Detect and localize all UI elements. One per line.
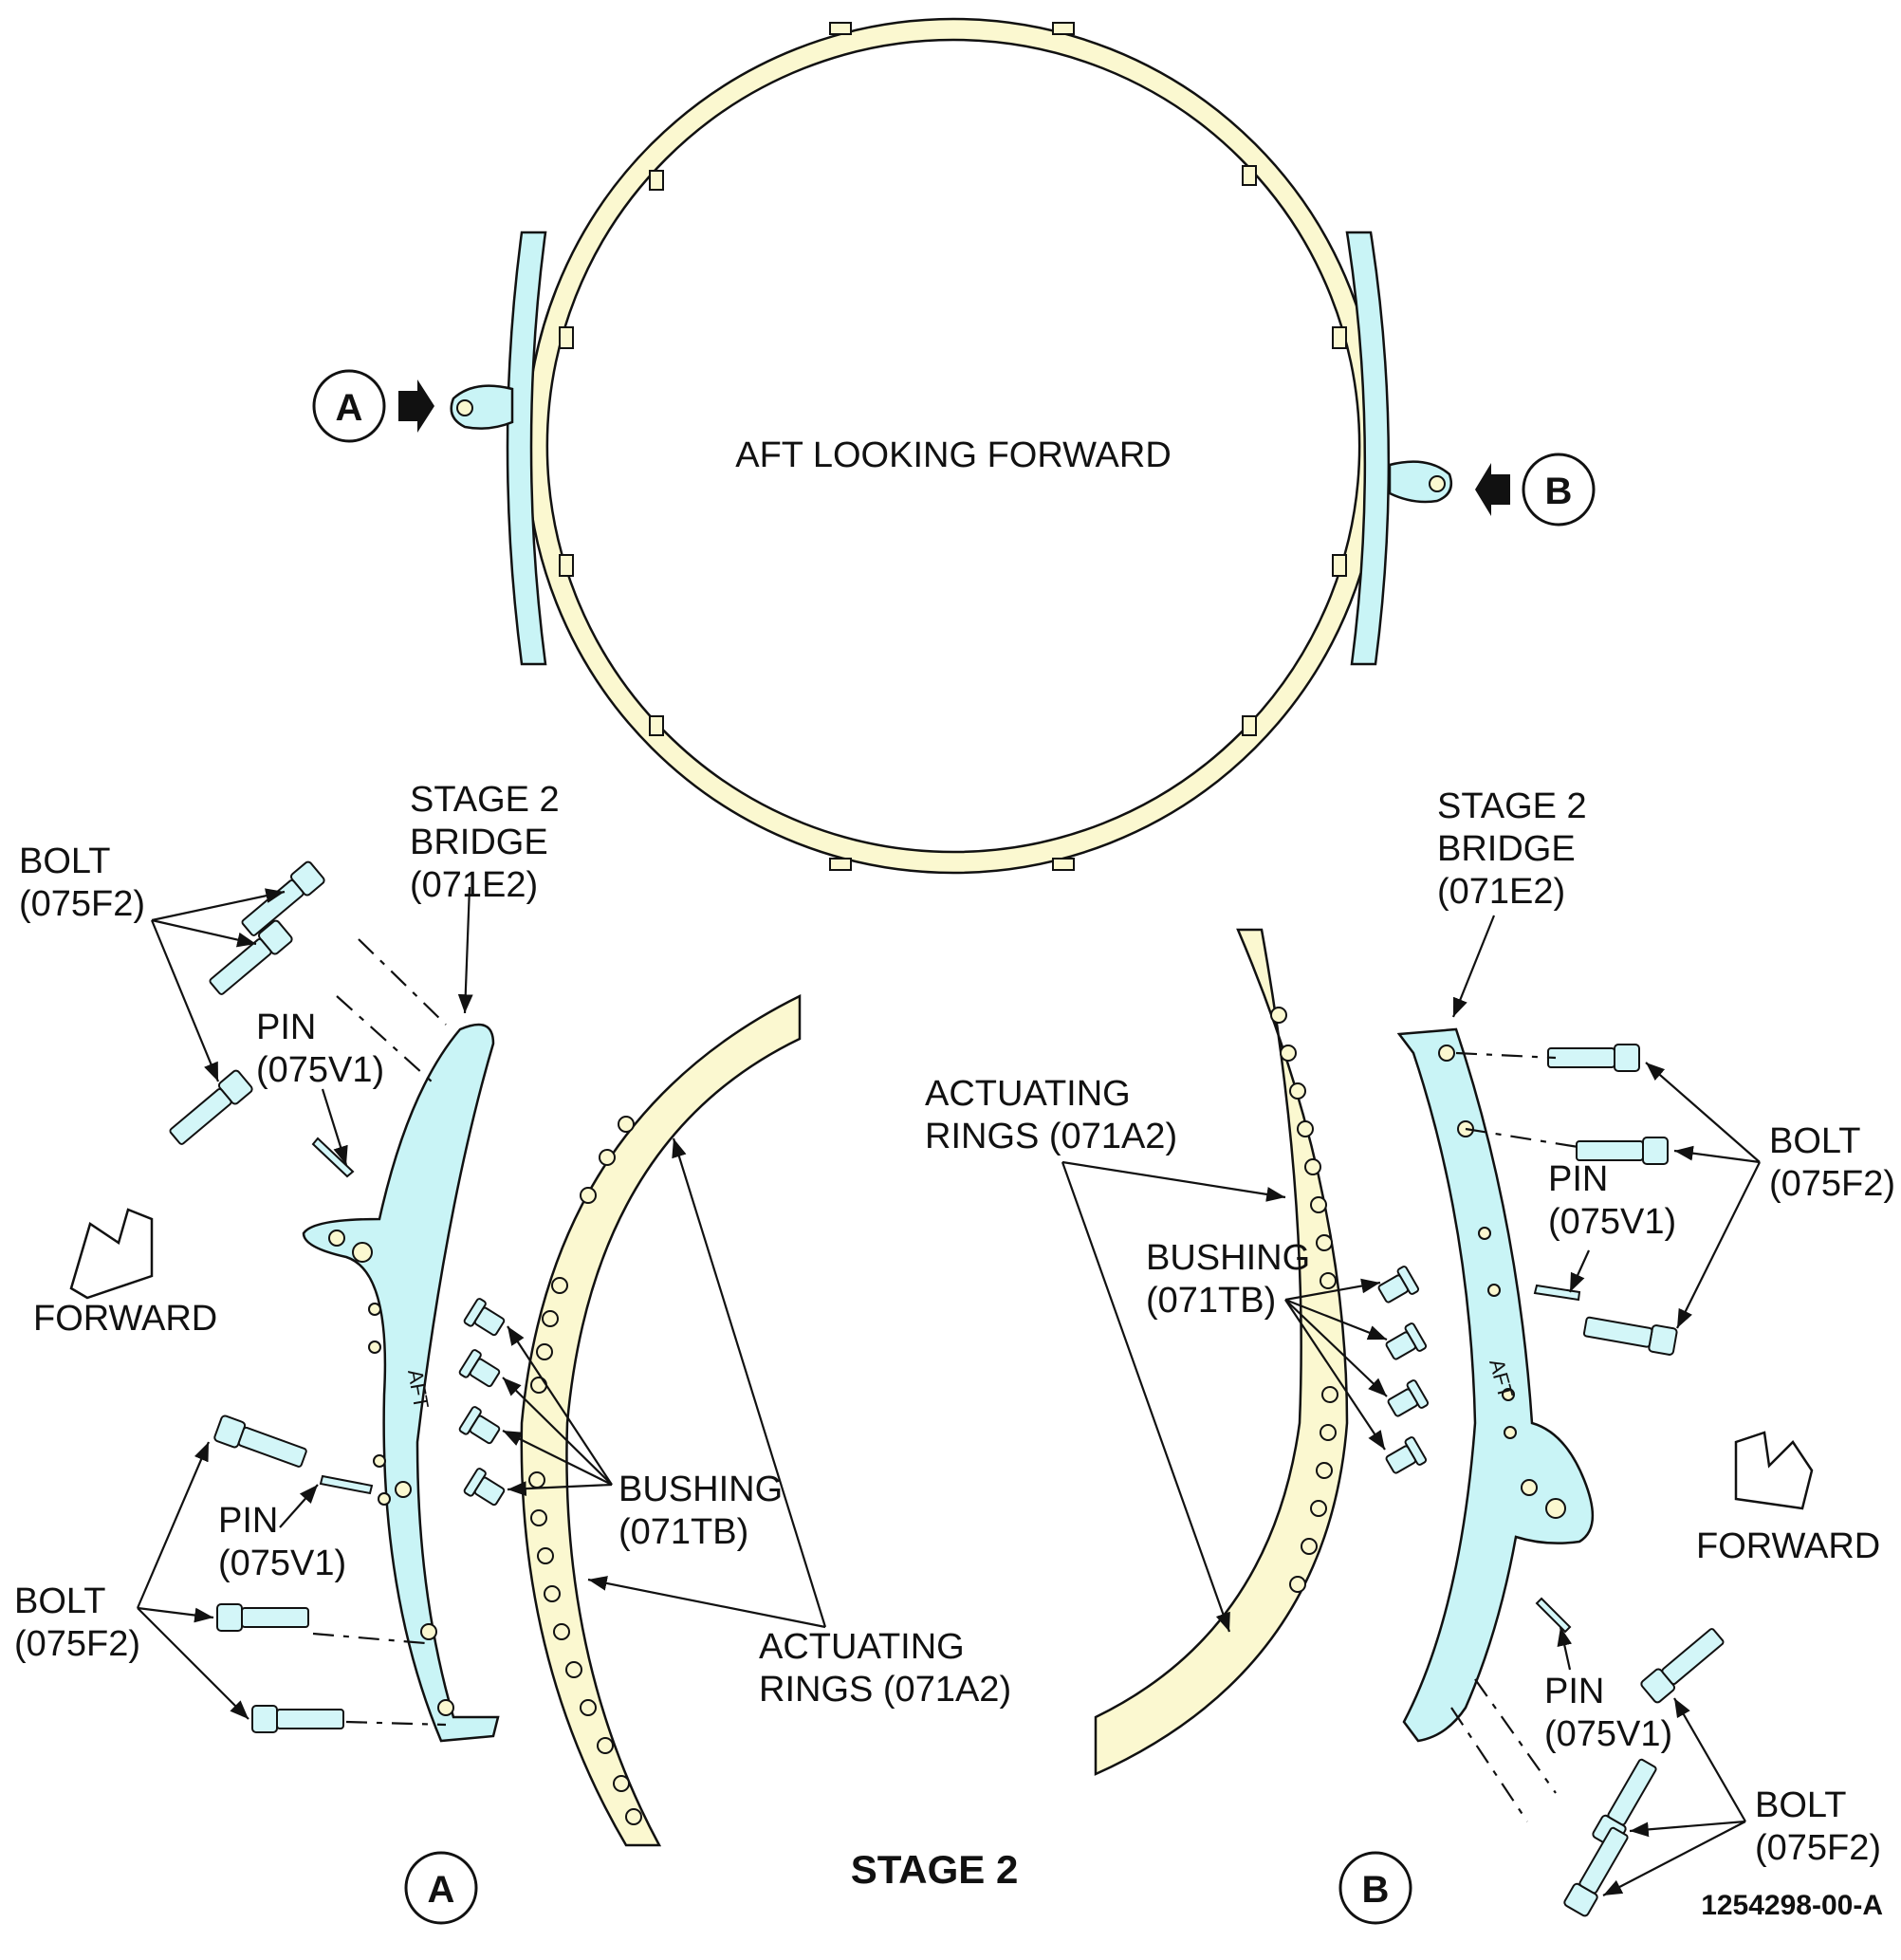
callout-b-arrow — [1475, 463, 1510, 516]
detail-a-bolt-axis-3 — [312, 1632, 426, 1645]
detail-b-bolt-axis-4 — [1450, 1707, 1528, 1822]
detail-b-bolt-axis-1 — [1455, 1051, 1557, 1060]
detail-b-bridge-label-3: (071E2) — [1437, 872, 1565, 912]
detail-b-bolt-bottom-label-1: BOLT — [1755, 1785, 1846, 1825]
detail-b-pin-top — [1533, 1284, 1581, 1302]
detail-a-rings-label-2: RINGS (071A2) — [759, 1670, 1011, 1710]
detail-b-bushing-label-2: (071TB) — [1146, 1281, 1276, 1321]
callout-b-letter: B — [1545, 471, 1573, 512]
detail-a-view-callout-circle — [404, 1851, 478, 1925]
overview-bridge-left-lug — [450, 384, 514, 430]
detail-a-bridge-holes — [368, 1303, 454, 1716]
detail-b-pin-top-label-2: (075V1) — [1548, 1202, 1676, 1242]
callout-a-circle — [312, 369, 386, 443]
detail-b-actuating-ring — [1094, 928, 1349, 1776]
detail-a-bridge-label-2: BRIDGE — [410, 823, 548, 862]
detail-b-bolt-bottom-label-2: (075F2) — [1755, 1828, 1881, 1868]
detail-b-rings-label-1: ACTUATING — [925, 1074, 1131, 1114]
detail-a-pin-bottom-label-2: (075V1) — [218, 1544, 346, 1583]
detail-b-ring-holes — [1270, 1007, 1338, 1593]
detail-a-actuating-ring — [520, 993, 802, 1847]
detail-a-bolts-top — [169, 860, 325, 1145]
detail-a-bolt-top-label-1: BOLT — [19, 841, 110, 881]
detail-a-pin-top — [311, 1137, 355, 1178]
detail-a-stage2-bridge — [302, 1023, 500, 1743]
detail-a-bridge-label-1: STAGE 2 — [410, 780, 560, 820]
detail-b-bridge-label-2: BRIDGE — [1437, 829, 1576, 869]
detail-a-pin-bottom — [319, 1474, 374, 1495]
overview-ring-clips — [559, 22, 1347, 871]
detail-b-bushing-label-1: BUSHING — [1146, 1238, 1310, 1278]
detail-a-leaders — [136, 886, 827, 1720]
detail-b-bolts-bottom — [1563, 1628, 1725, 1917]
figure-id: 1254298-00-A — [1701, 1890, 1883, 1921]
overview-right-lug-hole — [1429, 475, 1446, 492]
overview-actuating-ring — [525, 17, 1382, 875]
detail-b-forward-arrow — [1734, 1431, 1814, 1510]
detail-a-forward-label: FORWARD — [33, 1299, 217, 1339]
detail-b-view: AFT — [925, 786, 1895, 1925]
detail-a-ring-holes — [528, 1116, 642, 1825]
detail-a-rings-label-1: ACTUATING — [759, 1627, 965, 1667]
detail-a-view: AFT — [14, 780, 1011, 1925]
overview-view: AFT LOOKING FORWARD A B — [312, 17, 1596, 875]
callout-a-letter: A — [336, 387, 363, 429]
detail-b-view-callout-circle — [1338, 1851, 1412, 1925]
detail-b-bolt-top-label-2: (075F2) — [1769, 1164, 1895, 1204]
callout-b-circle — [1522, 453, 1596, 527]
detail-b-bushings — [1377, 1266, 1430, 1474]
detail-b-stage2-bridge — [1396, 1027, 1595, 1743]
detail-a-forward-arrow — [69, 1208, 154, 1300]
detail-b-pin-bottom-label-1: PIN — [1544, 1672, 1604, 1711]
overview-bridge-right — [1345, 231, 1391, 666]
detail-a-bolts-bottom — [213, 1415, 344, 1733]
detail-b-bridge-lug-hole — [1545, 1498, 1566, 1519]
view-orientation-label: AFT LOOKING FORWARD — [735, 435, 1172, 475]
detail-a-bolt-axis-2 — [336, 995, 433, 1082]
detail-a-bolt-axis-1 — [358, 938, 447, 1026]
callout-a-arrow — [398, 379, 434, 433]
detail-b-rings-label-2: RINGS (071A2) — [925, 1117, 1177, 1156]
detail-b-view-callout-letter: B — [1362, 1869, 1390, 1911]
detail-a-bolt-bottom-label-2: (075F2) — [14, 1624, 140, 1664]
detail-a-bridge-label-3: (071E2) — [410, 865, 538, 905]
detail-a-bolt-top-label-2: (075F2) — [19, 884, 145, 924]
detail-b-leaders — [1061, 915, 1761, 1896]
detail-b-pin-top-label-1: PIN — [1548, 1159, 1608, 1199]
detail-b-pin-bottom — [1535, 1597, 1572, 1634]
detail-a-pin-top-label-2: (075V1) — [256, 1050, 384, 1090]
detail-b-bolt-axis-2 — [1465, 1127, 1585, 1150]
detail-b-bolts-top — [1547, 1044, 1678, 1356]
stage-title: STAGE 2 — [851, 1847, 1019, 1892]
detail-a-pin-top-label-1: PIN — [256, 1008, 316, 1047]
detail-a-bolt-bottom-label-1: BOLT — [14, 1581, 105, 1621]
detail-a-bushing-label-1: BUSHING — [618, 1470, 783, 1509]
overview-left-lug-hole — [456, 399, 473, 416]
overview-bridge-left — [506, 231, 547, 666]
detail-b-forward-label: FORWARD — [1696, 1526, 1880, 1566]
detail-a-view-callout-letter: A — [428, 1869, 455, 1911]
detail-a-bushing-label-2: (071TB) — [618, 1512, 748, 1552]
detail-a-pin-bottom-label-1: PIN — [218, 1501, 278, 1541]
detail-b-bridge-label-1: STAGE 2 — [1437, 786, 1587, 826]
detail-b-bolt-top-label-1: BOLT — [1769, 1121, 1860, 1161]
detail-a-bolt-axis-4 — [345, 1720, 447, 1727]
detail-b-pin-bottom-label-2: (075V1) — [1544, 1714, 1672, 1754]
detail-a-bridge-lug-hole — [352, 1242, 373, 1263]
detail-a-bushings — [458, 1298, 506, 1507]
